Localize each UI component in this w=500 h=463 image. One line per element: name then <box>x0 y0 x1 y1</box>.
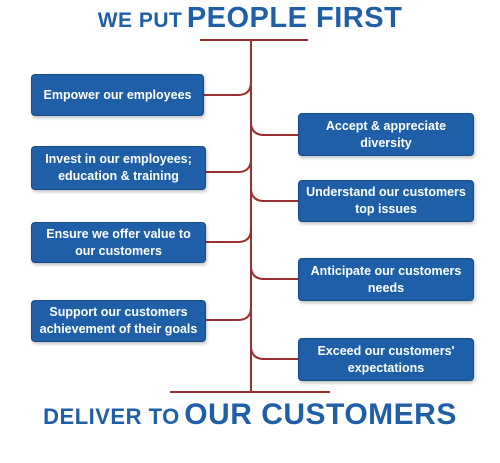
branch-right-1 <box>250 121 298 136</box>
right-item-label: Anticipate our customers needs <box>310 263 462 295</box>
branch-left-1 <box>204 81 252 96</box>
footer-title: DELIVER TO OUR CUSTOMERS <box>0 398 500 432</box>
header-title: WE PUT PEOPLE FIRST <box>0 2 500 35</box>
right-item-expectations: Exceed our customers' expectations <box>298 338 474 381</box>
left-item-empower: Empower our employees <box>31 74 204 116</box>
right-item-diversity: Accept & appreciate diversity <box>298 113 474 156</box>
branch-right-4 <box>250 345 298 360</box>
branch-right-3 <box>250 265 298 280</box>
right-item-issues: Understand our customers top issues <box>298 180 474 222</box>
left-item-value: Ensure we offer value to our customers <box>31 222 206 263</box>
left-item-label: Invest in our employees; education & tra… <box>45 152 192 183</box>
right-item-needs: Anticipate our customers needs <box>298 258 474 301</box>
branch-left-3 <box>206 228 252 243</box>
branch-left-4 <box>206 306 252 321</box>
footer-emphasis: OUR CUSTOMERS <box>184 398 457 431</box>
left-item-invest: Invest in our employees; education & tra… <box>31 146 206 190</box>
header-prefix: WE PUT <box>97 9 183 32</box>
header-emphasis: PEOPLE FIRST <box>186 2 403 34</box>
right-item-label: Accept & appreciate diversity <box>325 118 447 150</box>
left-item-label: Ensure we offer value to our customers <box>46 226 191 258</box>
footer-prefix: DELIVER TO <box>43 404 180 429</box>
branch-right-2 <box>250 187 298 202</box>
left-item-label: Empower our employees <box>43 87 192 102</box>
branch-left-2 <box>206 158 252 173</box>
left-item-support: Support our customers achievement of the… <box>31 300 206 342</box>
right-item-label: Understand our customers top issues <box>306 185 466 216</box>
left-item-label: Support our customers achievement of the… <box>39 305 198 336</box>
right-item-label: Exceed our customers' expectations <box>317 343 455 375</box>
